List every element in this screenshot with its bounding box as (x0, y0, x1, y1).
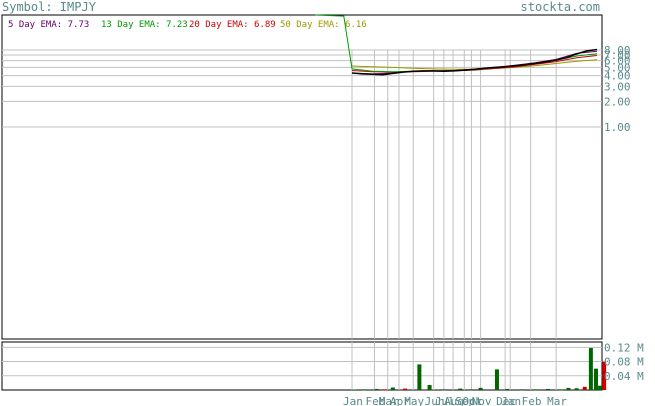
price-tick-label: 3.00 (604, 80, 631, 93)
volume-bar (505, 388, 510, 390)
legend-ema5: 5 Day EMA: 7.73 (8, 20, 89, 30)
x-tick-label: Jan (343, 395, 363, 406)
volume-bar (382, 389, 387, 391)
legend-ema50: 50 Day EMA: 6.16 (280, 20, 367, 30)
price-tick-label: 1.00 (604, 121, 631, 134)
price-tick-label: 4.00 (604, 70, 631, 83)
volume-tick-label: 0.12 M (604, 341, 644, 354)
volume-bar (582, 386, 587, 390)
volume-tick-label: 0.04 M (604, 370, 644, 383)
x-tick-label: Feb (522, 395, 542, 406)
price-lines (315, 14, 598, 76)
price-axis: 8.007.006.005.004.003.00 2.00 1.00 (604, 44, 631, 134)
x-tick-label: Feb (365, 395, 385, 406)
volume-bar (546, 388, 550, 390)
site-label: stockta.com (521, 0, 600, 14)
volume-bar (494, 369, 499, 390)
volume-bar (533, 389, 538, 391)
x-tick-label: Dec (496, 395, 516, 406)
x-tick-label: Jul (435, 395, 455, 406)
volume-bar (558, 389, 563, 391)
x-tick-label: Oct (462, 395, 482, 406)
legend-ema13: 13 Day EMA: 7.23 (101, 20, 188, 30)
volume-bar (427, 385, 432, 390)
price-grid (2, 49, 602, 339)
price-tick-label: 6.00 (604, 55, 631, 68)
x-tick-label: Mar (547, 395, 567, 406)
volume-bar (574, 388, 579, 390)
volume-bar (352, 389, 357, 391)
volume-bar (390, 387, 395, 390)
volume-bar (362, 389, 367, 391)
price-tick-label: 8.00 (604, 44, 631, 57)
volume-bar (458, 388, 463, 390)
volume-axis: 0.12 M 0.08 M0.04 M (604, 341, 644, 382)
x-tick-label: Sep (455, 395, 475, 406)
volume-bar (602, 361, 607, 390)
volume-bar (593, 368, 598, 390)
x-tick-label: Aug (444, 395, 464, 406)
volume-bar (417, 364, 422, 390)
volume-bar (478, 387, 483, 390)
volume-bar (468, 389, 473, 391)
volume-panel (1, 341, 603, 391)
volume-grid (2, 342, 602, 390)
volume-bars (352, 348, 607, 391)
x-tick-label: Apr (390, 395, 410, 406)
volume-bar (598, 385, 603, 390)
volume-bar (374, 388, 379, 390)
price-tick-label: 5.00 (604, 61, 631, 74)
volume-bar (441, 389, 446, 391)
volume-bar (588, 348, 593, 390)
x-tick-label: Jan (501, 395, 521, 406)
x-tick-label: Nov (472, 395, 492, 406)
volume-tick-label: 0.08 M (604, 356, 644, 369)
volume-bar (519, 389, 524, 391)
volume-bar (403, 388, 408, 390)
symbol-label: Symbol: IMPJY (2, 0, 97, 14)
price-tick-label: 2.00 (604, 95, 631, 108)
price-tick-label: 7.00 (604, 49, 631, 62)
x-tick-label: Mar (379, 395, 399, 406)
x-tick-label: Jun (425, 395, 445, 406)
price-line (351, 48, 598, 76)
x-tick-label: May (404, 395, 424, 406)
legend-ema20: 20 Day EMA: 6.89 (189, 20, 276, 30)
price-panel (1, 14, 603, 340)
volume-bar (566, 387, 571, 390)
